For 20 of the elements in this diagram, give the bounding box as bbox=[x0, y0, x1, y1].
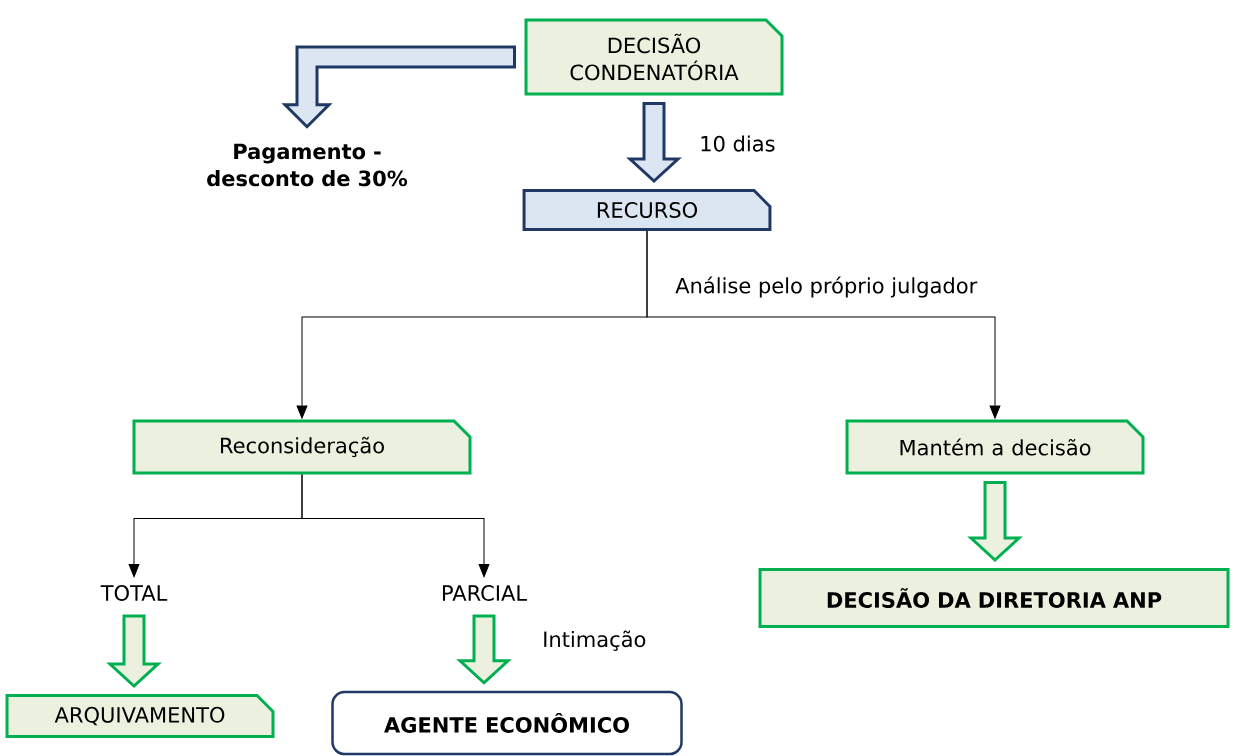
block-arrow bbox=[626, 102, 682, 184]
block-arrow bbox=[967, 481, 1023, 563]
outcome-text: Pagamento - desconto de 30% bbox=[207, 143, 408, 187]
edge-label: Intimação bbox=[540, 628, 649, 653]
edge-label: 10 dias bbox=[697, 133, 778, 154]
process-box: Reconsideração bbox=[132, 419, 472, 475]
result-box: DECISÃO DA DIRETORIA ANP bbox=[758, 568, 1230, 628]
process-box: RECURSO bbox=[522, 189, 772, 231]
block-arrow bbox=[456, 614, 512, 685]
connector-arrow bbox=[646, 230, 1001, 419]
connector-arrow bbox=[301, 474, 490, 578]
process-box: Mantém a decisão bbox=[845, 419, 1145, 475]
branch-label: TOTAL bbox=[100, 585, 168, 601]
result-box: ARQUIVAMENTO bbox=[5, 694, 275, 738]
branch-label: PARCIAL bbox=[443, 585, 527, 601]
block-arrow bbox=[106, 614, 162, 689]
block-arrow bbox=[281, 45, 516, 129]
edge-label: Análise pelo próprio julgador bbox=[673, 274, 980, 300]
decision-box: DECISÃO CONDENATÓRIA bbox=[524, 18, 784, 96]
result-box: AGENTE ECONÔMICO bbox=[331, 690, 683, 756]
